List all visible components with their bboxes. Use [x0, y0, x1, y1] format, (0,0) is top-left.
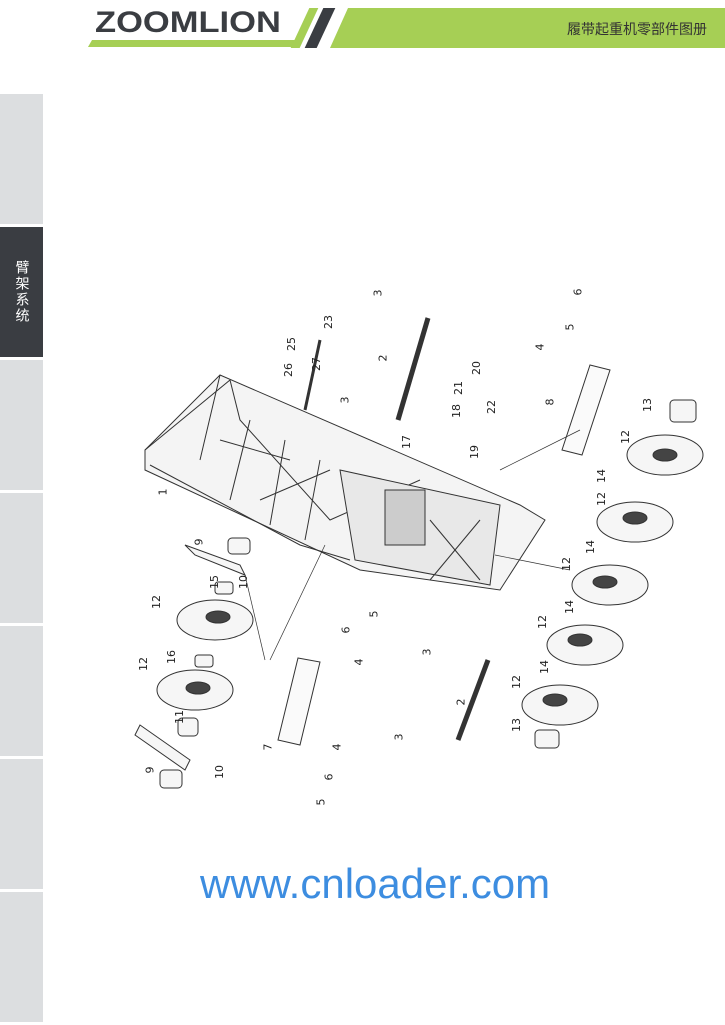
part-number: 16: [165, 650, 178, 664]
part-number: 10: [213, 765, 226, 779]
part-number: 26: [282, 363, 295, 377]
header-accent-stripe: [87, 40, 303, 47]
part-number: 4: [330, 743, 344, 751]
exploded-parts-diagram: [134, 317, 704, 789]
part-number: 18: [450, 404, 463, 418]
part-number: 13: [510, 718, 523, 732]
watermark-text: www.cnloader.com: [200, 860, 551, 907]
part-number: 5: [314, 798, 328, 806]
part-number: 13: [641, 398, 654, 412]
part-number: 19: [468, 445, 481, 459]
part-number: 11: [173, 710, 186, 724]
part-number: 21: [452, 381, 465, 395]
boom-frame: [144, 374, 546, 591]
part-number: 14: [538, 660, 551, 674]
leader-lines: [244, 429, 581, 661]
part-number: 20: [470, 361, 483, 375]
sidebar-tab-4[interactable]: [0, 493, 43, 623]
part-number: 9: [192, 538, 206, 546]
part-number: 12: [510, 675, 523, 689]
sidebar-tab-boom-system[interactable]: 臂架系统: [0, 227, 43, 357]
sidebar-tab-6[interactable]: [0, 759, 43, 889]
part-number: 22: [485, 400, 498, 414]
part-number: 4: [352, 658, 366, 666]
part-number: 12: [595, 492, 608, 506]
part-number: 5: [563, 323, 577, 331]
part-number: 9: [143, 766, 157, 774]
part-number: 1: [156, 488, 170, 496]
part-number: 3: [420, 648, 434, 656]
catalog-title: 履带起重机零部件图册: [567, 22, 707, 38]
sheaves: [134, 399, 704, 789]
part-number: 5: [367, 610, 381, 618]
part-number: 6: [339, 626, 353, 634]
part-number: 17: [400, 435, 413, 449]
part-number: 6: [571, 288, 585, 296]
part-number: 12: [150, 595, 163, 609]
part-number: 12: [536, 615, 549, 629]
part-number: 4: [533, 343, 547, 351]
header-title-bar: [330, 8, 725, 48]
part-number: 27: [310, 357, 323, 371]
part-number: 23: [322, 315, 335, 329]
part-number: 6: [322, 773, 336, 781]
part-number: 7: [261, 743, 275, 751]
part-number: 14: [584, 540, 597, 554]
part-number: 2: [376, 354, 390, 362]
part-number: 14: [563, 600, 576, 614]
part-number: 3: [371, 289, 385, 297]
part-number: 12: [619, 430, 632, 444]
part-number: 25: [285, 337, 298, 351]
part-number: 8: [543, 398, 557, 406]
sidebar-tab-1[interactable]: [0, 94, 43, 224]
sidebar-tab-3[interactable]: [0, 360, 43, 490]
part-number: 12: [560, 557, 573, 571]
pins: [277, 317, 611, 746]
part-number: 15: [208, 575, 221, 589]
part-number: 14: [595, 469, 608, 483]
sidebar-tab-5[interactable]: [0, 626, 43, 756]
zoomlion-logo: ZOOMLION: [95, 6, 281, 39]
page-header: ZOOMLION 履带起重机零部件图册: [0, 0, 725, 60]
part-number: 2: [454, 698, 468, 706]
section-sidebar: 臂架系统: [0, 94, 43, 1025]
part-number: 3: [392, 733, 406, 741]
part-number: 10: [237, 575, 250, 589]
sidebar-tab-7[interactable]: [0, 892, 43, 1022]
part-number: 3: [338, 396, 352, 404]
part-number: 12: [137, 657, 150, 671]
